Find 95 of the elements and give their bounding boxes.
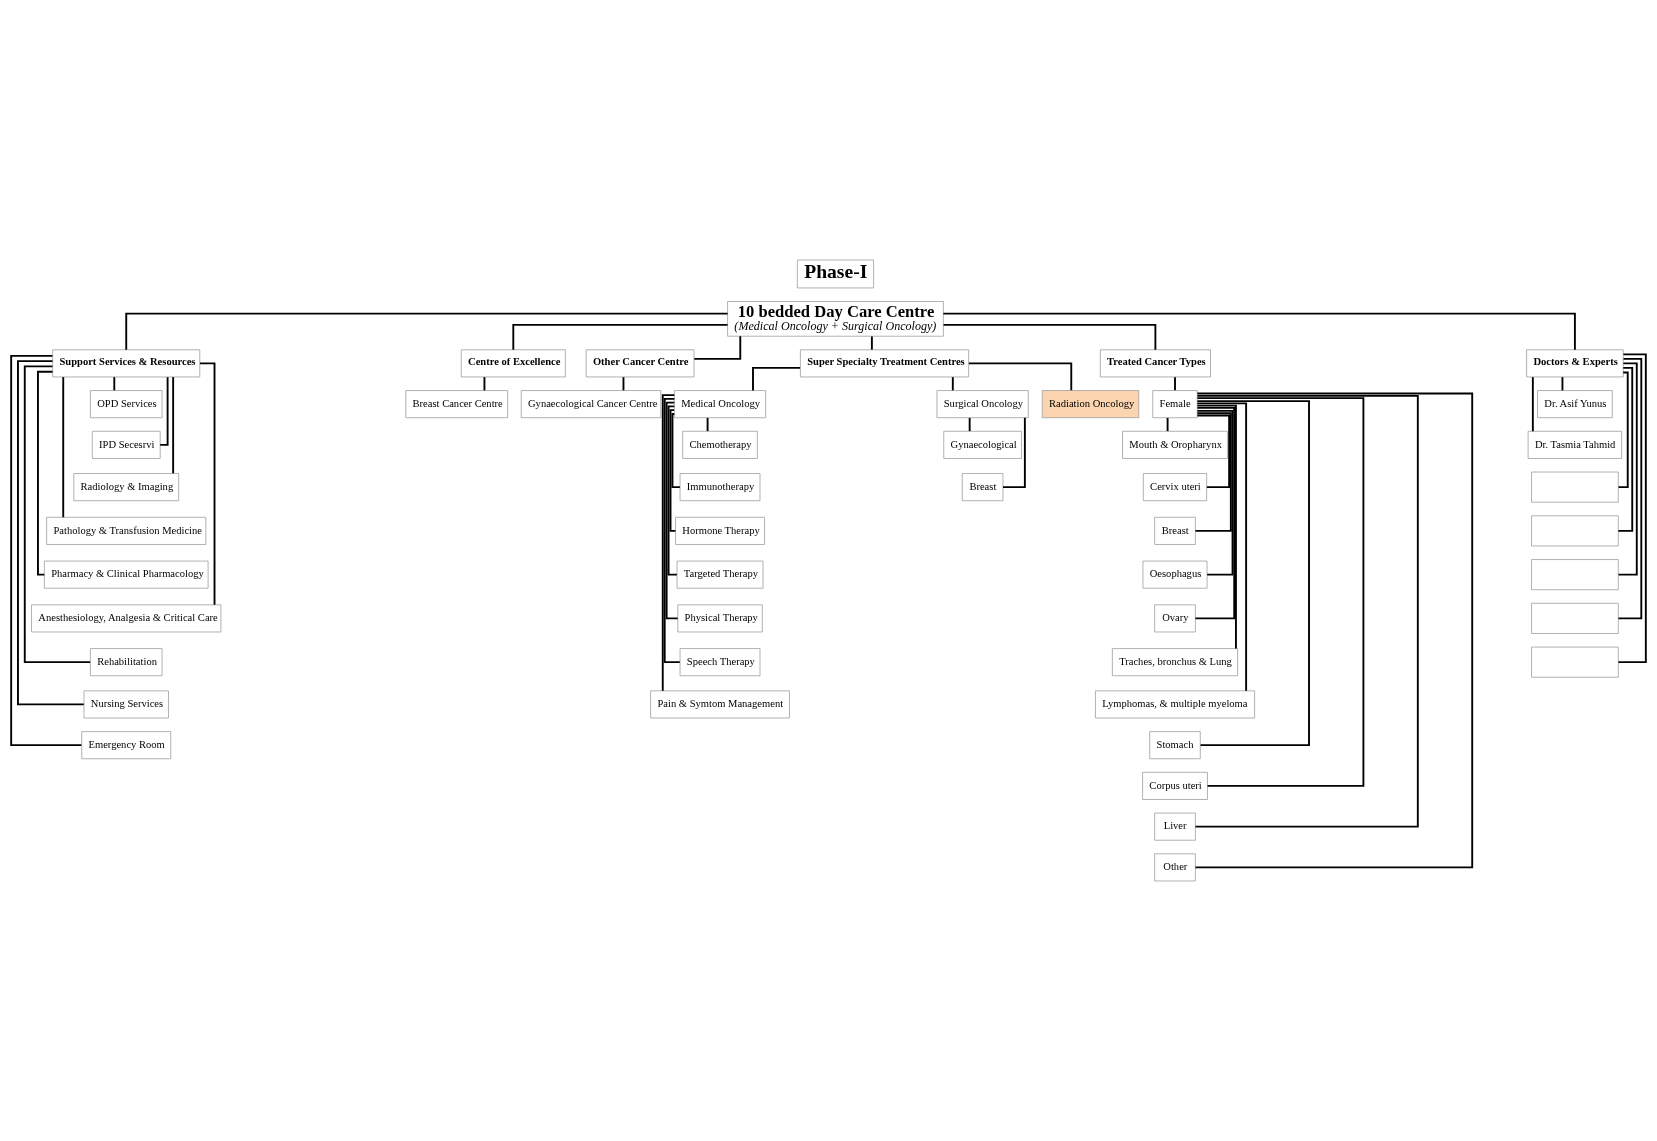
connector	[1531, 376, 1534, 433]
node-box: Phase-I	[797, 259, 874, 289]
connector	[706, 416, 709, 433]
node-box: Corpus uteri	[1142, 771, 1208, 800]
connector	[1196, 404, 1237, 650]
node-box: Cervix uteri	[1142, 473, 1208, 502]
connector	[870, 335, 873, 351]
connector	[1196, 402, 1248, 692]
connector	[10, 354, 83, 747]
node-box: Dr. Tasmia Tahmid	[1527, 430, 1623, 459]
connector	[942, 323, 1157, 351]
node-box: Dr. Asif Yunus	[1537, 390, 1613, 419]
node-box: Surgical Oncology	[936, 390, 1029, 419]
connector	[1617, 357, 1643, 620]
connector	[159, 376, 169, 446]
connector	[1194, 412, 1232, 532]
node-box: Other	[1154, 853, 1196, 882]
connector	[665, 401, 679, 620]
node-box: Radiation Oncology	[1041, 390, 1140, 419]
node-box: Radiology & Imaging	[73, 473, 180, 502]
connector	[1194, 394, 1419, 828]
node-box: Breast Cancer Centre	[405, 390, 508, 419]
node-box: Treated Cancer Types	[1099, 349, 1211, 378]
node-box: Targeted Therapy	[676, 560, 764, 589]
connector	[1174, 376, 1176, 392]
node-box: Hormone Therapy	[675, 516, 765, 545]
node-box: Oesophagus	[1142, 560, 1208, 589]
connector	[1617, 362, 1638, 576]
connector	[62, 376, 65, 519]
connector	[951, 376, 954, 392]
connector	[17, 360, 85, 706]
node-box: Immunotherapy	[679, 473, 761, 502]
connector	[1617, 366, 1634, 532]
node-box: OPD Services	[90, 390, 163, 419]
connector	[663, 397, 681, 664]
connector	[669, 409, 677, 532]
node-box: Mouth & Oropharynx	[1122, 430, 1228, 459]
node-box: Physical Therapy	[677, 604, 763, 633]
connector	[1617, 371, 1629, 489]
connector	[113, 376, 116, 392]
connector	[125, 312, 729, 351]
connector	[1194, 406, 1236, 620]
node-box: Breast	[961, 473, 1004, 502]
connector	[23, 365, 92, 664]
node-box: Gynaecological Cancer Centre	[520, 390, 662, 419]
connector	[693, 335, 742, 360]
connector	[661, 394, 676, 692]
node-box: Doctors & Experts	[1526, 349, 1624, 378]
connector	[1166, 416, 1169, 433]
node-box	[1531, 559, 1619, 591]
node-box: Pharmacy & Clinical Pharmacology	[44, 560, 209, 589]
node-box: Other Cancer Centre	[585, 349, 695, 378]
node-box	[1531, 515, 1619, 547]
node-box: Centre of Excellence	[460, 349, 566, 378]
node-box: Rehabilitation	[90, 648, 163, 677]
node-box: Ovary	[1154, 604, 1196, 633]
connector	[512, 323, 729, 351]
node-box	[1531, 646, 1619, 678]
node-box: Female	[1152, 390, 1198, 419]
connector	[1617, 353, 1647, 664]
node-box: Pathology & Transfusion Medicine	[46, 516, 207, 545]
node-box: Stomach	[1149, 731, 1201, 760]
node-box: Traches, bronchus & Lung	[1112, 648, 1238, 677]
node-box: Speech Therapy	[679, 648, 761, 677]
connector	[667, 405, 678, 576]
node-box: Emergency Room	[81, 731, 172, 760]
node-box: 10 bedded Day Care Centre (Medical Oncology + Surgical Oncology)	[727, 301, 944, 337]
node-box: Liver	[1154, 812, 1196, 841]
connector	[172, 376, 175, 475]
connector	[37, 370, 54, 576]
node-box: Nursing Services	[83, 690, 169, 719]
node-box	[1531, 471, 1619, 503]
connector	[1196, 397, 1365, 787]
connector	[483, 376, 486, 392]
node-box: IPD Secesrvi	[91, 430, 161, 459]
node-box: Support Services & Resources	[52, 349, 201, 378]
connector	[199, 362, 216, 606]
connector	[752, 366, 802, 392]
node-box: Gynaecological	[943, 430, 1022, 459]
connector	[1196, 414, 1231, 489]
node-box: Chemotherapy	[682, 430, 758, 459]
node-box: Medical Oncology	[674, 390, 767, 419]
connector	[1194, 392, 1474, 869]
node-box: Pain & Symtom Management	[650, 690, 790, 719]
connector	[968, 416, 971, 433]
connector	[942, 312, 1576, 351]
node-box: Lymphomas, & multiple myeloma	[1095, 690, 1255, 719]
connector	[967, 362, 1073, 392]
node-box: Super Specialty Treatment Centres	[800, 349, 970, 378]
node-box: Anesthesiology, Analgesia & Critical Care	[31, 604, 222, 633]
connector	[671, 413, 681, 489]
node-box: Breast	[1154, 516, 1196, 545]
connector	[1196, 400, 1310, 747]
connector	[1196, 409, 1234, 576]
node-box	[1531, 602, 1619, 634]
